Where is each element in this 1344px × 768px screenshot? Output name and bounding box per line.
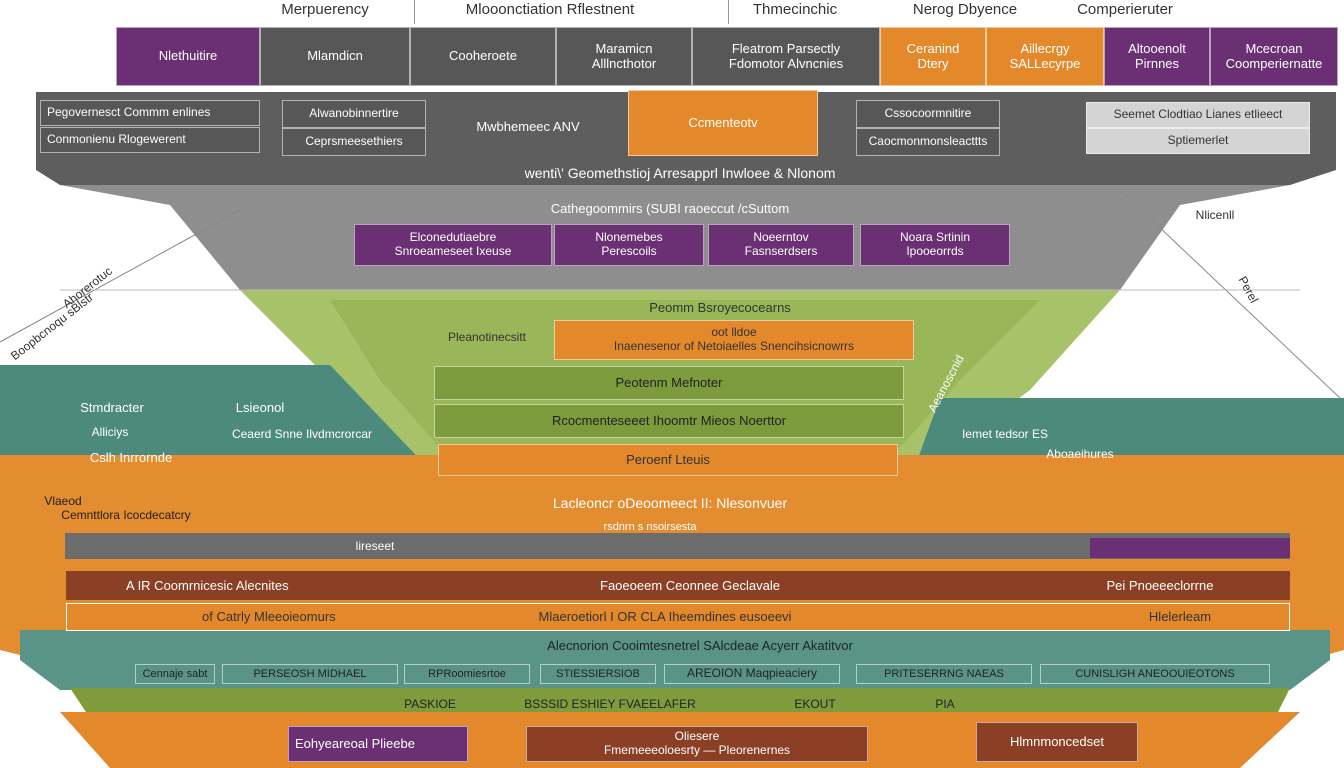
- top-box-9-line1: Mcecroan: [1245, 40, 1303, 56]
- orange-row: [66, 603, 1290, 631]
- top-box-4[interactable]: Maramicn Alllncthotor: [556, 27, 692, 86]
- header-title-2: Mlooonctiation Rflestnent: [465, 1, 635, 19]
- tier1-left-b[interactable]: Conmonienu Rlogewerent: [40, 127, 260, 153]
- tier3-side-label: Pleanotinecsitt: [447, 330, 527, 345]
- top-box-1[interactable]: Nlethuitire: [116, 27, 260, 86]
- tier3-bar-1[interactable]: Peotenm Mefnoter: [434, 366, 904, 400]
- top-box-6-line1: Ceranind: [906, 40, 960, 56]
- orange-row-left[interactable]: of Catrly Mleeoieomurs: [202, 608, 336, 624]
- tier3-orange-line2: Inaenesenor of Netoiaelles Snencihsicnow…: [613, 339, 855, 353]
- olive-row-1: PASKIOE: [404, 697, 456, 712]
- rust-row-center[interactable]: Faoeoeem Ceonnee Geclavale: [600, 577, 780, 593]
- orange-row-right[interactable]: Hlelerleam: [1148, 608, 1212, 624]
- top-box-4-line1: Maramicn: [595, 40, 653, 56]
- top-box-6[interactable]: Ceranind Dtery: [880, 27, 986, 86]
- tier2-box-1-line2: Snroeameseet Ixeuse: [394, 244, 512, 258]
- top-box-5-line2: Fdomotor Alvncnies: [728, 55, 844, 71]
- header-title-3: Thmecinchic: [752, 1, 838, 19]
- right-wing-a: Iemet tedsor ES: [961, 427, 1049, 442]
- top-box-8[interactable]: Altooenolt Pirnnes: [1104, 27, 1210, 86]
- tier3-bottom-caption: Lacleoncr oDeoomeect II: Nlesonvuer: [552, 494, 788, 511]
- tier1-right-a[interactable]: Cssocoormnitire: [856, 100, 1000, 128]
- tier2-box-3-line2: Fasnserdsers: [744, 244, 818, 258]
- orange-row-center[interactable]: Mlaeroetiorl I OR CLA Iheemdines eusoeev…: [538, 608, 792, 624]
- chip-7[interactable]: CUNISLIGH ANEOOUIEOTONS: [1040, 664, 1270, 684]
- top-box-7-line1: Aillecrgy: [1020, 40, 1070, 56]
- tier3-bar-3[interactable]: Peroenf Lteuis: [438, 444, 898, 476]
- tier2-box-4-line2: Ipooeorrds: [906, 244, 964, 258]
- top-box-5[interactable]: Fleatrom Parsectly Fdomotor Alvncnies: [692, 27, 880, 86]
- tier1-caption: wenti\' Geomethstioj Arresapprl Inwloee …: [524, 164, 836, 181]
- top-box-5-line1: Fleatrom Parsectly: [731, 40, 841, 56]
- tier3-orange-box[interactable]: oot lldoe Inaenesenor of Netoiaelles Sne…: [554, 320, 914, 360]
- left-wing-e: Ceaerd Snne Ilvdmcrorcar: [231, 427, 373, 442]
- top-box-3[interactable]: Cooheroete: [410, 27, 556, 86]
- tier1-center-label: Mwbhemeec ANV: [476, 118, 580, 134]
- tier1-far-a[interactable]: Seemet Clodtiao Lianes etlieect: [1086, 102, 1310, 128]
- bottom-rust-line2: Fmemeeeoloesrty — Pleorenernes: [603, 743, 791, 757]
- top-box-7-line2: SALLecyrpe: [1009, 55, 1081, 71]
- left-wing-v1: Vlaeod: [44, 494, 82, 509]
- bottom-rust-line1: Oliesere: [674, 729, 720, 744]
- header-divider: [414, 0, 415, 24]
- left-wing-b: Alliciys: [91, 425, 129, 440]
- tier2-box-2[interactable]: Nlonemebes Perescoils: [554, 224, 704, 266]
- top-box-8-line2: Pirnnes: [1134, 55, 1180, 71]
- header-divider: [728, 0, 729, 24]
- rust-row-left[interactable]: A IR Coomrnicesic Alecnites: [126, 577, 289, 593]
- grey-band-label: lireseet: [355, 539, 395, 554]
- left-wing-d: Lsieonol: [235, 399, 285, 415]
- tier2-box-4[interactable]: Noara Srtinin Ipooeorrds: [860, 224, 1010, 266]
- top-box-9-line2: Coomperiernatte: [1225, 55, 1323, 71]
- top-box-9[interactable]: Mcecroan Coomperiernatte: [1210, 27, 1338, 86]
- tier2-caption: Cathegoommirs (SUBI raoeccut /cSuttom: [550, 200, 790, 216]
- header-title-5: Comperieruter: [1077, 1, 1173, 19]
- chip-1[interactable]: Cennaje sabt: [135, 664, 215, 684]
- chip-2[interactable]: PERSEOSH MIDHAEL: [222, 664, 398, 684]
- olive-row-2: BSSSID ESHIEY FVAEELAFER: [524, 697, 696, 712]
- tier2-box-3-line1: Noeerntov: [753, 230, 809, 245]
- tier1-orange-box[interactable]: Ccmenteotv: [628, 90, 818, 156]
- top-box-7[interactable]: Aillecrgy SALLecyrpe: [986, 27, 1104, 86]
- top-box-2[interactable]: Mlamdicn: [260, 27, 410, 86]
- tier1-far-b[interactable]: Sptiemerlet: [1086, 128, 1310, 154]
- bottom-rust-box[interactable]: Oliesere Fmemeeeoloesrty — Pleorenernes: [526, 726, 868, 762]
- bottom-purple-box[interactable]: Eohyeareoal Plieebe: [288, 726, 468, 762]
- right-wing-b: Aboaeihures: [1046, 447, 1114, 462]
- chip-6[interactable]: PRITESERRNG NAEAS: [856, 664, 1032, 684]
- tier1-right-b[interactable]: Caocmonmonsleacttts: [856, 128, 1000, 156]
- header-title-1: Merpuerency: [281, 1, 369, 19]
- tier3-caption: Peomm Bsroyecocearns: [649, 299, 791, 315]
- tier2-box-3[interactable]: Noeerntov Fasnserdsers: [708, 224, 854, 266]
- tier2-box-2-line1: Nlonemebes: [595, 230, 663, 245]
- bottom-rust-right[interactable]: Hlmnmoncedset: [976, 722, 1138, 762]
- grey-band-purple-chip: [1090, 538, 1290, 558]
- left-wing-c: Cslh Inrrornde: [89, 449, 173, 465]
- chip-3[interactable]: RPRoomiesrtoe: [404, 664, 530, 684]
- tier2-box-1-line1: Elconedutiaebre: [409, 230, 497, 245]
- rust-row: [66, 571, 1290, 600]
- tier1-left-a[interactable]: Pegovernesct Commm enlines: [40, 100, 260, 126]
- chip-4[interactable]: STIESSIERSIOB: [540, 664, 656, 684]
- left-wing-a: Stmdracter: [80, 399, 144, 415]
- tier1-mid-b[interactable]: Ceprsmeesethiers: [282, 128, 426, 156]
- tier3-orange-line1: oot lldoe: [711, 325, 757, 340]
- header-title-4: Nerog Dbyence: [912, 1, 1018, 19]
- rust-row-right[interactable]: Pei Pnoeeeclorrne: [1106, 577, 1214, 593]
- grey-band-sub: rsdnrn s nsoirsesta: [603, 520, 697, 533]
- top-box-6-line2: Dtery: [917, 55, 949, 71]
- chip-5[interactable]: AREOION Maqpieaciery: [664, 664, 840, 684]
- top-box-8-line1: Altooenolt: [1128, 40, 1186, 56]
- tier3-bar-2[interactable]: Rcocmenteseeet Ihoomtr Mieos Noerttor: [434, 404, 904, 438]
- left-wing-v2: Cemnttlora Icocdecatcry: [61, 508, 191, 523]
- tier2-box-2-line2: Perescoils: [601, 244, 657, 258]
- olive-row-3: EKOUT: [794, 697, 836, 712]
- top-box-4-line2: Alllncthotor: [591, 55, 657, 71]
- olive-row-4: PIA: [935, 697, 955, 712]
- tier2-side-right: Nlicenll: [1195, 208, 1235, 223]
- tier2-box-1[interactable]: Elconedutiaebre Snroeameseet Ixeuse: [354, 224, 552, 266]
- teal-band-title: Alecnorion Cooimtesnetrel SAlcdeae Acyer…: [547, 637, 853, 653]
- tier1-mid-a[interactable]: Alwanobinnertire: [282, 100, 426, 128]
- tier2-box-4-line1: Noara Srtinin: [899, 230, 971, 245]
